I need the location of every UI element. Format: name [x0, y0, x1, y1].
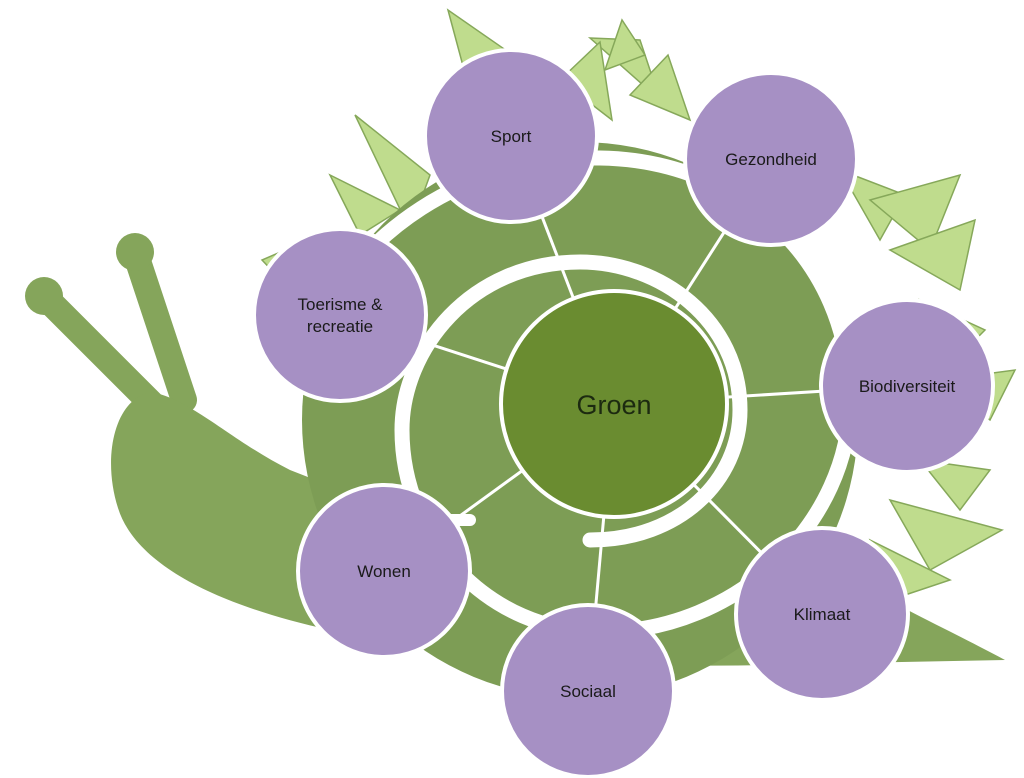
node-label-klimaat: Klimaat	[794, 605, 851, 624]
node-label-sport: Sport	[491, 127, 532, 146]
node-gezondheid: Gezondheid	[683, 71, 859, 247]
snail-antenna-tip-right	[116, 233, 154, 271]
crystal-shape	[868, 173, 962, 252]
crystal-shape	[888, 218, 977, 292]
crystal-shape	[603, 18, 647, 72]
shell-spiral-groove	[314, 150, 858, 640]
crystal-shape	[918, 458, 992, 512]
node-biodiversiteit: Biodiversiteit	[819, 298, 995, 474]
node-sociaal: Sociaal	[500, 603, 676, 778]
node-label-toerisme-recreatie: Toerisme &	[297, 295, 383, 314]
node-label-biodiversiteit: Biodiversiteit	[859, 377, 956, 396]
connector-biodiversiteit	[726, 389, 822, 399]
node-circle-biodiversiteit	[819, 298, 995, 474]
node-wonen: Wonen	[296, 483, 472, 659]
node-label-wonen: Wonen	[357, 562, 411, 581]
snail-antenna-left	[31, 283, 173, 425]
center-node: Groen	[499, 289, 729, 519]
node-circle-sociaal	[500, 603, 676, 778]
crystal-shape	[328, 173, 402, 237]
node-circle-klimaat	[734, 526, 910, 702]
connector-gezondheid	[673, 230, 726, 310]
connector-sociaal	[594, 516, 606, 606]
connector-sport	[540, 215, 575, 300]
snail-antenna-right	[122, 239, 197, 413]
connector-wonen	[452, 469, 524, 522]
crystal-shape	[628, 53, 692, 122]
node-circle-gezondheid	[683, 71, 859, 247]
node-label-gezondheid: Gezondheid	[725, 150, 817, 169]
connector-lines	[421, 215, 822, 606]
node-label-toerisme-recreatie: recreatie	[307, 317, 373, 336]
center-circle	[499, 289, 729, 519]
node-circle-toerisme-recreatie	[252, 227, 428, 403]
crystal-shape	[888, 498, 1004, 572]
node-toerisme-recreatie: Toerisme & recreatie	[252, 227, 428, 403]
connector-klimaat	[692, 483, 763, 554]
node-circle-wonen	[296, 483, 472, 659]
node-klimaat: Klimaat	[734, 526, 910, 702]
snail-antenna-tip-left	[25, 277, 63, 315]
connector-toerisme-recreatie	[421, 340, 507, 371]
node-circle-sport	[423, 48, 599, 224]
node-sport: Sport	[423, 48, 599, 224]
node-label-sociaal: Sociaal	[560, 682, 616, 701]
center-label: Groen	[576, 390, 651, 420]
